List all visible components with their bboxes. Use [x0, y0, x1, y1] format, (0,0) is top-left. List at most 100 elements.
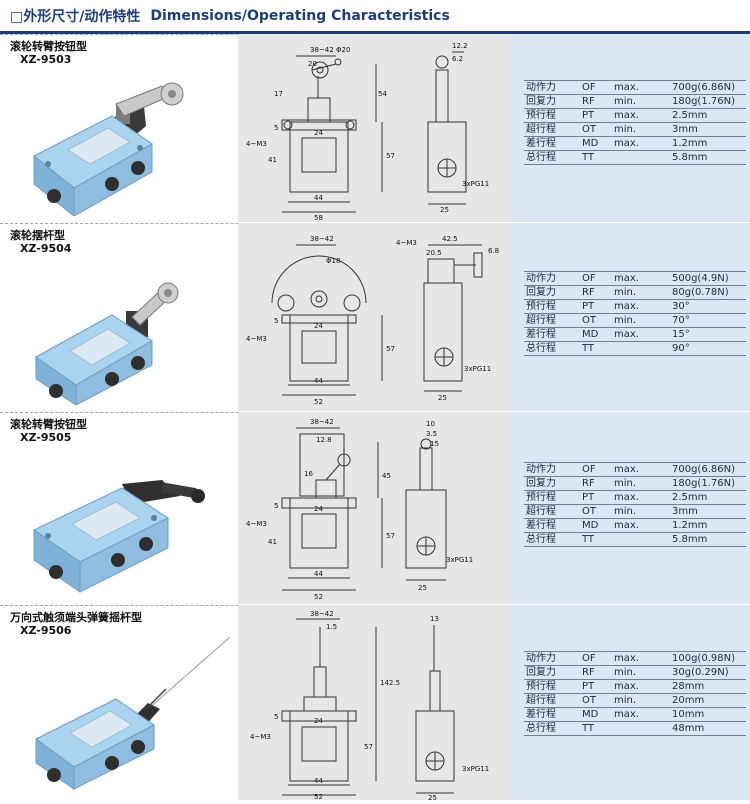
spec-code: PT — [582, 301, 595, 312]
spec-name: 超行程 — [526, 315, 556, 326]
spec-code: TT — [582, 343, 595, 354]
dim-label: 3xPG11 — [462, 765, 489, 773]
product-name: 滚轮摆杆型 — [10, 229, 65, 242]
dim-label: 44 — [314, 777, 323, 785]
page-header: □外形尺寸/动作特性 Dimensions/Operating Characte… — [0, 0, 750, 32]
spec-code: OT — [582, 315, 596, 326]
spec-name: 超行程 — [526, 506, 556, 517]
spec-value: 80g(0.78N) — [672, 287, 729, 298]
dim-label: 44 — [314, 377, 323, 385]
dim-label: 4~M3 — [250, 733, 271, 741]
dimension-drawing: 38~42 20 Φ20 17 54 5 24 4~M3 41 57 44 58… — [238, 34, 510, 222]
spec-name: 差行程 — [526, 329, 556, 340]
dim-label: 52 — [314, 398, 323, 406]
spec-limit: max. — [614, 520, 639, 531]
spec-name: 超行程 — [526, 695, 556, 706]
spec-value: 180g(1.76N) — [672, 96, 735, 107]
dim-label: 12.8 — [316, 436, 332, 444]
spec-code: OF — [582, 273, 596, 284]
dim-label: 10 — [426, 420, 435, 428]
spec-name: 回复力 — [526, 478, 556, 489]
product-section-xz-9505: 滚轮转臂按钮型 XZ-9505 — [0, 412, 750, 604]
dim-label: 3.5 — [426, 430, 437, 438]
dim-label: 13 — [430, 615, 439, 623]
spec-value: 100g(0.98N) — [672, 653, 735, 664]
switch-photo-roller-swing-lever — [35, 282, 179, 406]
spec-name: 预行程 — [526, 681, 556, 692]
spec-name: 总行程 — [526, 343, 556, 354]
spec-value: 5.8mm — [672, 534, 708, 545]
dim-label: 44 — [314, 570, 323, 578]
spec-value: 3mm — [672, 506, 698, 517]
dim-label: 3xPG11 — [462, 180, 489, 188]
spec-name: 回复力 — [526, 287, 556, 298]
dim-label: 25 — [428, 794, 437, 800]
dim-label: 5 — [274, 124, 278, 132]
dim-label: 12.2 — [452, 42, 468, 50]
spec-code: TT — [582, 723, 595, 734]
dim-label: 1.5 — [326, 623, 337, 631]
switch-photo-spring-whisker — [35, 636, 231, 790]
spec-limit: min. — [614, 695, 637, 706]
dim-label: 38~42 — [310, 418, 334, 426]
spec-limit: max. — [614, 138, 639, 149]
spec-value: 1.2mm — [672, 520, 708, 531]
dim-label: 4~M3 — [246, 335, 267, 343]
dim-label: 142.5 — [380, 679, 400, 687]
spec-limit: max. — [614, 681, 639, 692]
dim-label: 24 — [314, 322, 323, 330]
spec-code: OT — [582, 124, 596, 135]
product-section-xz-9504: 滚轮摆杆型 XZ-9504 — [0, 223, 750, 411]
product-model: XZ-9504 — [20, 242, 72, 255]
spec-name: 动作力 — [526, 464, 556, 475]
dim-label: 20 — [308, 60, 317, 68]
spec-limit: max. — [614, 492, 639, 503]
spec-code: OF — [582, 653, 596, 664]
spec-limit — [612, 342, 662, 356]
spec-name: 回复力 — [526, 96, 556, 107]
product-section-xz-9503: 滚轮转臂按钮型 XZ-9503 — [0, 34, 750, 222]
spec-limit — [612, 533, 662, 547]
spec-name: 差行程 — [526, 138, 556, 149]
dim-label: 38~42 — [310, 235, 334, 243]
spec-name: 动作力 — [526, 653, 556, 664]
product-model: XZ-9506 — [20, 624, 72, 637]
spec-value: 500g(4.9N) — [672, 273, 729, 284]
spec-code: MD — [582, 709, 599, 720]
spec-limit — [612, 722, 662, 736]
dim-label: 4~M3 — [246, 520, 267, 528]
dim-label: 5 — [274, 713, 278, 721]
dim-label: 4~M3 — [246, 140, 267, 148]
spec-value: 15° — [672, 329, 690, 340]
dim-label: 54 — [378, 90, 387, 98]
dim-label: 52 — [314, 793, 323, 800]
spec-value: 10mm — [672, 709, 705, 720]
dim-label: 6.2 — [452, 55, 463, 63]
spec-code: MD — [582, 138, 599, 149]
spec-code: OF — [582, 82, 596, 93]
spec-limit: max. — [614, 301, 639, 312]
spec-value: 3mm — [672, 124, 698, 135]
dim-label: 41 — [268, 156, 277, 164]
dimension-drawing: 38~42 12.8 16 45 5 24 4~M3 41 57 44 52 1… — [238, 412, 510, 604]
spec-limit — [612, 151, 662, 165]
spec-name: 回复力 — [526, 667, 556, 678]
spec-limit: max. — [614, 273, 639, 284]
product-photo — [12, 255, 232, 406]
